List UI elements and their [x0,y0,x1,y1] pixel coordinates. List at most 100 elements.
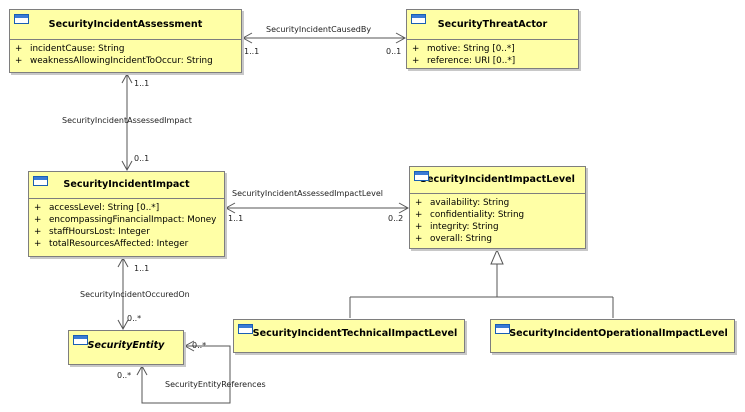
multiplicity-occured-on-target: 0..* [127,314,142,323]
attribute-row: + motive: String [0..*] [412,43,578,55]
attribute-text: totalResourcesAffected: Integer [49,239,189,250]
class-icon [14,14,29,24]
multiplicity-entity-references-source: 0..* [192,341,207,350]
attribute-row: + incidentCause: String [15,43,241,55]
class-name: SecurityIncidentOperationalImpactLevel [509,328,728,339]
assessed-impact-arrow-top [121,72,133,84]
assessed-impact-level-arrow-right [398,202,410,214]
multiplicity-caused-by-source: 1..1 [244,47,260,56]
class-icon [411,14,426,24]
attribute-visibility: + [34,239,42,250]
class-header: SecurityEntity [69,331,183,360]
class-icon [414,171,429,181]
class-security-incident-impact-level[interactable]: SecurityIncidentImpactLevel + availabilit… [409,166,586,249]
multiplicity-caused-by-target: 0..1 [386,47,402,56]
multiplicity-entity-references-target: 0..* [117,371,132,380]
class-header: SecurityThreatActor [407,10,578,39]
attribute-visibility: + [34,215,42,226]
class-security-incident-technical-impact-level[interactable]: SecurityIncidentTechnicalImpactLevel [233,319,465,353]
association-name-caused-by: SecurityIncidentCausedBy [266,25,372,34]
caused-by-arrow-left [241,32,253,44]
class-security-threat-actor[interactable]: SecurityThreatActor + motive: String [0..… [406,9,579,69]
attribute-text: weaknessAllowingIncidentToOccur: String [30,56,213,67]
attribute-visibility: + [415,210,423,221]
class-security-incident-operational-impact-level[interactable]: SecurityIncidentOperationalImpactLevel [490,319,735,353]
class-separator [10,39,241,40]
attribute-row: + reference: URI [0..*] [412,55,578,67]
attribute-text: motive: String [0..*] [427,44,515,54]
attribute-visibility: + [412,44,420,54]
association-name-entity-references: SecurityEntityReferences [165,380,266,389]
association-name-assessed-impact: SecurityIncidentAssessedImpact [62,116,192,125]
attribute-text: overall: String [430,234,492,245]
class-security-incident-impact[interactable]: SecurityIncidentImpact + accessLevel: Str… [28,171,225,257]
attribute-row: + accessLevel: String [0..*] [34,202,224,214]
attribute-row: + weaknessAllowingIncidentToOccur: String [15,55,241,67]
class-header: SecurityIncidentAssessment [10,10,241,39]
attribute-visibility: + [34,227,42,238]
multiplicity-assessed-impact-source: 1..1 [134,79,150,88]
attribute-row: + staffHoursLost: Integer [34,226,224,238]
attribute-text: staffHoursLost: Integer [49,227,150,238]
attribute-row: + encompassingFinancialImpact: Money [34,214,224,226]
class-icon [33,176,48,186]
attribute-row: + availability: String [415,197,585,209]
multiplicity-assessed-impact-level-target: 0..2 [388,214,404,223]
occured-on-arrow-bottom [117,319,129,331]
generalization-triangle [490,248,504,265]
attribute-text: encompassingFinancialImpact: Money [49,215,217,226]
attribute-text: confidentiality: String [430,210,525,221]
class-header: SecurityIncidentTechnicalImpactLevel [234,320,464,348]
class-icon [238,324,253,334]
attribute-row: + confidentiality: String [415,209,585,221]
class-name: SecurityThreatActor [437,19,548,30]
class-separator [407,39,578,40]
attribute-visibility: + [15,44,23,54]
entity-references-arrow-bottom [136,364,148,376]
attribute-list: + motive: String [0..*] + reference: URI [… [407,40,578,67]
attribute-text: reference: URI [0..*] [427,56,516,67]
entity-references-arrow-right [183,340,195,352]
class-icon [73,335,88,345]
attribute-visibility: + [415,198,423,208]
attribute-row: + integrity: String [415,221,585,233]
class-header: SecurityIncidentImpact [29,172,224,198]
class-name: SecurityIncidentTechnicalImpactLevel [252,328,458,339]
association-name-assessed-impact-level: SecurityIncidentAssessedImpactLevel [232,189,383,198]
occured-on-arrow-top [117,256,129,268]
attribute-visibility: + [15,56,23,67]
attribute-text: accessLevel: String [0..*] [49,203,160,213]
multiplicity-occured-on-source: 1..1 [134,264,150,273]
attribute-list: + availability: String + confidentiality: … [410,194,585,245]
attribute-text: incidentCause: String [30,44,125,54]
caused-by-arrow-right [395,32,407,44]
class-name: SecurityIncidentAssessment [48,19,203,30]
class-name: SecurityIncidentImpact [63,179,190,190]
attribute-visibility: + [34,203,42,213]
attribute-visibility: + [412,56,420,67]
multiplicity-assessed-impact-level-source: 1..1 [228,214,244,223]
assessed-impact-arrow-bottom [121,160,133,172]
association-name-occured-on: SecurityIncidentOccuredOn [80,290,190,299]
class-security-entity[interactable]: SecurityEntity [68,330,184,365]
attribute-row: + totalResourcesAffected: Integer [34,238,224,250]
attribute-list: + accessLevel: String [0..*] + encompassin… [29,199,224,250]
attribute-list: + incidentCause: String + weaknessAllowing… [10,40,241,67]
class-separator [29,198,224,199]
entity-references-line [141,345,231,404]
assessed-impact-level-arrow-left [224,202,236,214]
attribute-text: integrity: String [430,222,499,233]
class-separator [410,193,585,194]
attribute-visibility: + [415,234,423,245]
class-security-incident-assessment[interactable]: SecurityIncidentAssessment + incidentCaus… [9,9,242,73]
class-header: SecurityIncidentOperationalImpactLevel [491,320,734,348]
class-name: SecurityEntity [87,340,165,351]
attribute-text: availability: String [430,198,510,208]
class-icon [495,324,510,334]
multiplicity-assessed-impact-target: 0..1 [134,154,150,163]
class-header: SecurityIncidentImpactLevel [410,167,585,193]
class-name: SecurityIncidentImpactLevel [420,174,575,185]
attribute-visibility: + [415,222,423,233]
attribute-row: + overall: String [415,233,585,245]
